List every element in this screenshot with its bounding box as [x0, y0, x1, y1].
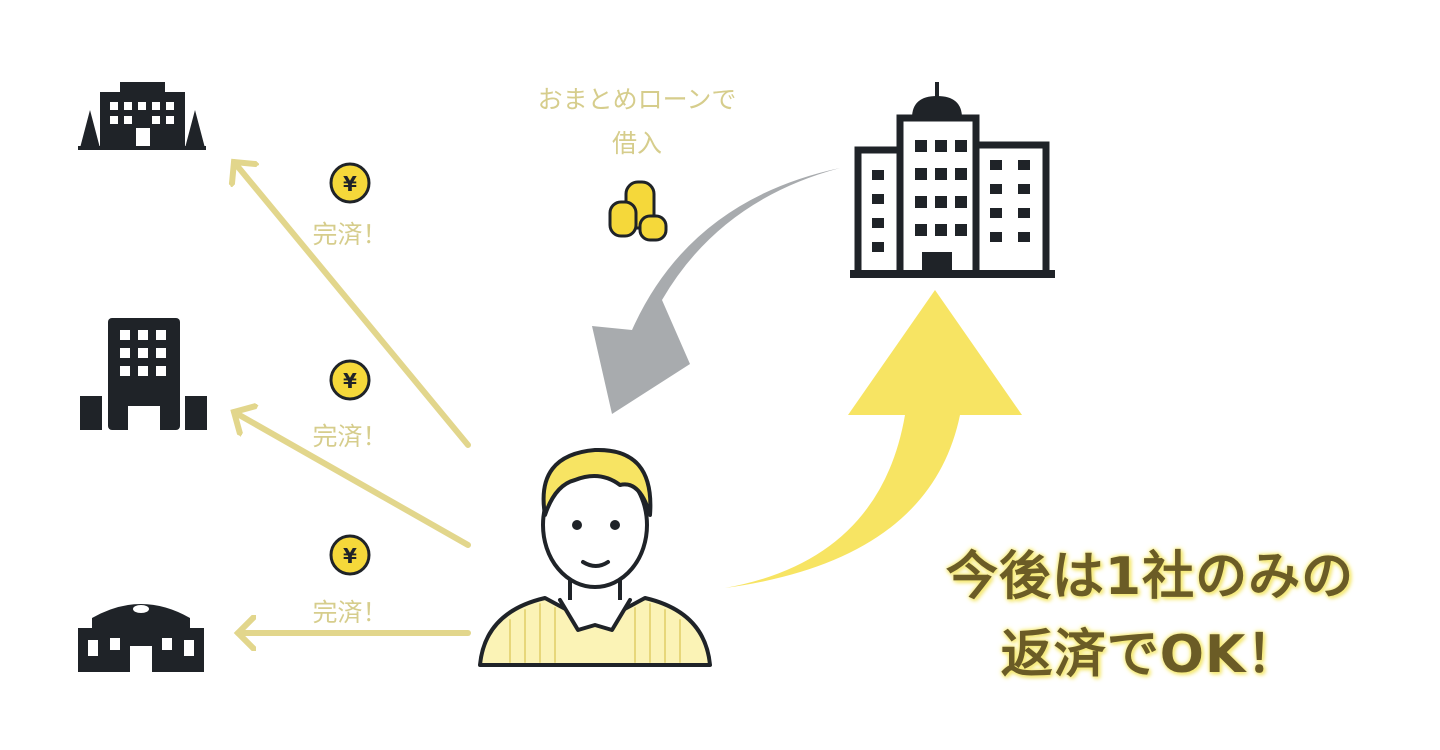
bank-building-icon	[850, 82, 1055, 278]
person-avatar	[478, 447, 712, 667]
payoff-label: 完済！	[312, 422, 388, 451]
message-line1: 今後は1社のみの	[945, 547, 1355, 607]
repayment-arrow	[725, 290, 1022, 588]
lender-building-2-icon	[80, 318, 207, 430]
yen-coin-icon: ¥	[329, 359, 371, 401]
svg-text:¥: ¥	[343, 369, 357, 393]
yen-coin-icon: ¥	[329, 534, 371, 576]
svg-text:¥: ¥	[343, 172, 357, 196]
lender-building-1-icon	[78, 82, 206, 150]
yen-coin-icon: ¥	[329, 162, 371, 204]
loan-caption-line1: おまとめローンで	[537, 85, 737, 114]
svg-text:¥: ¥	[343, 544, 357, 568]
loan-arrow	[592, 168, 840, 414]
lender-building-3-icon	[78, 604, 204, 672]
coin-stack-icon	[608, 180, 668, 242]
payoff-label: 完済！	[312, 598, 388, 627]
loan-caption-line2: 借入	[611, 129, 662, 158]
payoff-arrow-2	[234, 412, 471, 548]
payoff-label: 完済！	[312, 220, 388, 249]
message-line2: 返済でOK！	[1000, 625, 1300, 685]
payoff-arrow-1	[234, 162, 471, 448]
